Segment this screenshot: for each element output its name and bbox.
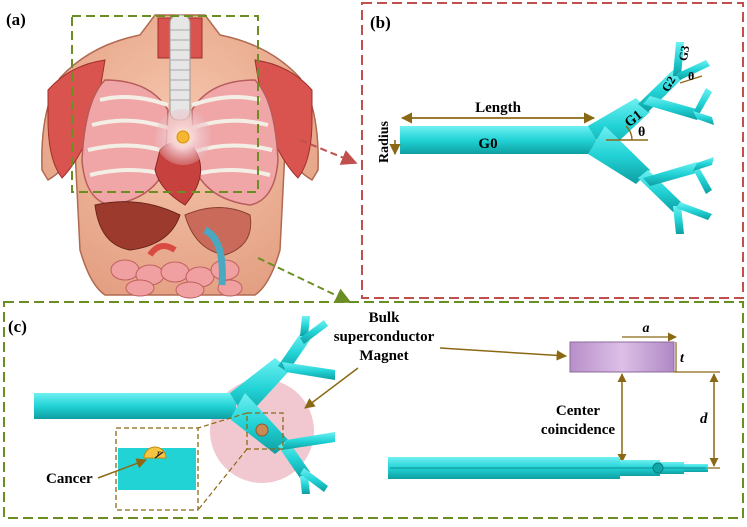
airway-g0 (400, 126, 596, 154)
airway-c-g2c (278, 440, 310, 478)
airway-g3-a (673, 42, 684, 76)
panel-b: (b) Length (361, 2, 744, 299)
airway-c-lower (230, 393, 290, 454)
zoom-source-box (246, 412, 284, 450)
panel-b-border (361, 2, 744, 299)
airway-side-view (388, 457, 708, 479)
magnet-label-line3: Magnet (359, 348, 408, 364)
tumor-radius-label: r (157, 448, 161, 458)
g3-label: G3 (676, 45, 692, 63)
airway-g3-b (676, 60, 710, 80)
a-dimension-label: a (643, 321, 650, 336)
theta-reference-line-2 (679, 75, 703, 84)
g0-label: G0 (478, 136, 497, 152)
airway-g2-b (643, 96, 700, 120)
tumor-in-airway (255, 423, 269, 437)
airway-tree (400, 42, 714, 234)
superconductor-magnet (569, 341, 675, 373)
vein (203, 226, 226, 286)
panel-b-label: (b) (370, 13, 391, 32)
liver (94, 201, 181, 251)
lung-region-box (71, 15, 259, 193)
airway-g3-g (693, 164, 712, 194)
airway-g3-c (693, 88, 712, 118)
airway-tree-c (34, 316, 335, 494)
arrow-to-panel-c (257, 257, 352, 304)
airway-c-g3c (300, 476, 310, 494)
radius-label: Radius (377, 120, 392, 163)
tumor-marker (176, 130, 190, 144)
center-label-line2: coincidence (541, 422, 615, 438)
length-label: Length (475, 100, 522, 116)
airway-g3-h (693, 157, 714, 171)
theta-label-2: θ (688, 69, 694, 83)
cancer-arrow (97, 458, 147, 479)
trachea (169, 14, 191, 121)
airway-c-g2b (282, 362, 335, 380)
arrow-to-panel-b (299, 139, 358, 165)
zoom-inset-box (115, 427, 199, 511)
side-tumor-marker (652, 462, 664, 474)
magnet-label-line2: superconductor (334, 329, 435, 345)
center-label-line1: Center (556, 403, 600, 419)
airway-g3-d (693, 111, 714, 125)
zoom-line-top (197, 412, 248, 429)
panel-a: (a) (6, 10, 358, 304)
torso-illustration (41, 14, 319, 299)
airway-c-trunk (34, 393, 236, 419)
artery (147, 243, 177, 257)
right-shoulder-muscle (254, 59, 313, 179)
intestines (110, 259, 243, 299)
theta-arc (625, 125, 633, 141)
tumor-radius-line (154, 451, 164, 459)
trachea-rings (170, 29, 190, 101)
g2-label: G2 (659, 74, 679, 94)
airway-g1-lower (588, 126, 650, 184)
panel-a-label: (a) (6, 10, 26, 29)
airway-c-g2d (282, 432, 335, 450)
magnet-arrow-right (439, 347, 568, 361)
d-dimension-label: d (700, 411, 708, 427)
panel-c-border (3, 301, 744, 519)
cancer-label: Cancer (46, 471, 93, 487)
t-dimension-label: t (680, 351, 685, 366)
magnet-label-line1: Bulk (369, 310, 401, 326)
magnet-arrow-left (304, 367, 359, 409)
airway-c-g3a (300, 316, 310, 336)
zoom-tumor (143, 446, 167, 459)
theta-label-1: θ (638, 125, 645, 140)
airway-c-g3b (300, 320, 328, 344)
panel-c-label: (c) (8, 317, 27, 336)
airway-c-g3d (300, 468, 328, 492)
left-shoulder-muscle (47, 59, 106, 179)
airway-g3-e (673, 206, 684, 234)
panel-c: (c) r Cancer Bulk (3, 301, 744, 519)
stomach (184, 207, 252, 256)
airway-c-g2a (278, 334, 310, 372)
airway-g2-d (643, 162, 700, 186)
airway-g3-f (676, 202, 712, 220)
zoom-line-bottom (197, 448, 248, 511)
